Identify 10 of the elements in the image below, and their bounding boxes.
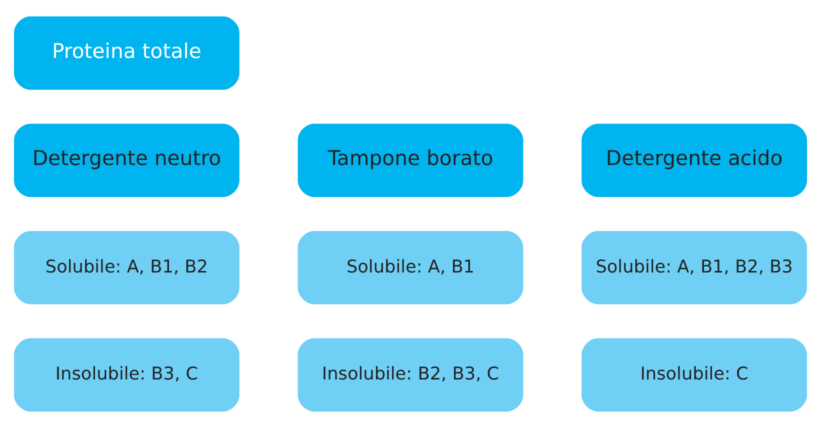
node-box: Solubile: A, B1, B2, B3 — [582, 230, 807, 304]
node-box: Proteina totale — [14, 16, 240, 90]
node-box: Detergente acido — [582, 123, 807, 197]
node-box: Solubile: A, B1 — [298, 230, 524, 304]
node-box: Detergente neutro — [14, 123, 240, 197]
node-box: Insolubile: B3, C — [14, 338, 240, 412]
node-box: Insolubile: B2, B3, C — [298, 338, 524, 412]
node-box: Solubile: A, B1, B2 — [14, 230, 240, 304]
node-box: Insolubile: C — [582, 338, 807, 412]
node-box: Tampone borato — [298, 123, 524, 197]
